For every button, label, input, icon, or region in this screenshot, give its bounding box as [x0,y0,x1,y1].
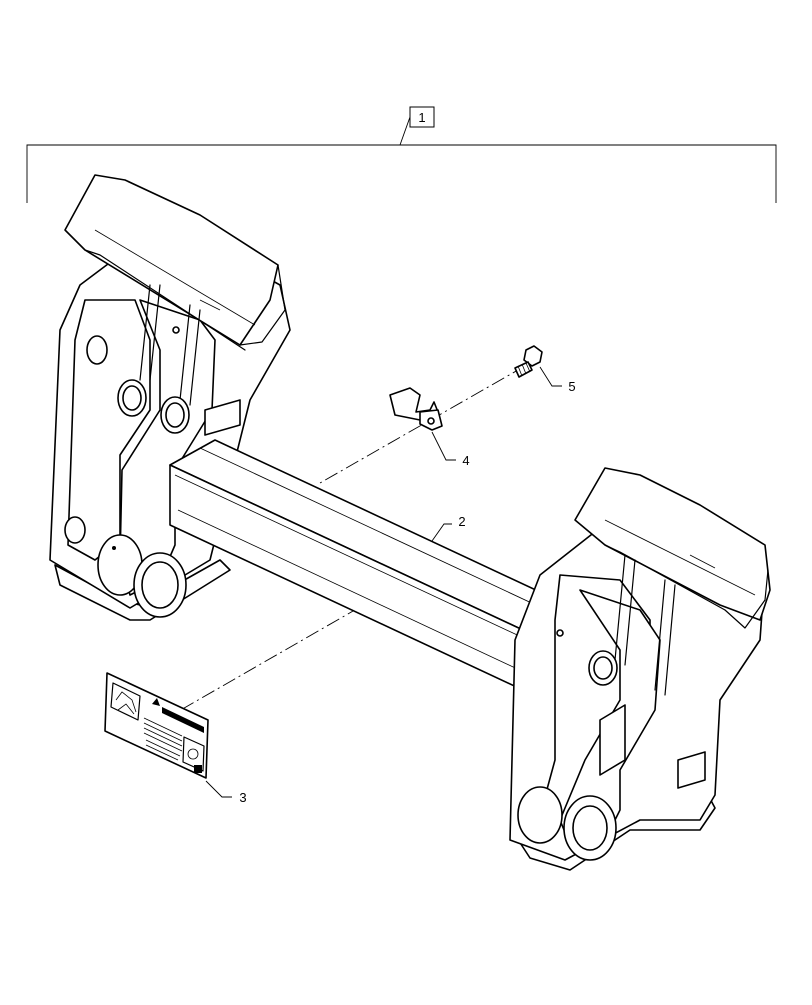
callout-3: 3 [239,790,246,805]
callout-5-group: 5 [539,366,576,394]
callout-3-group: 3 [205,780,247,805]
bolt [514,345,543,378]
right-mounting-plate [509,467,771,871]
assembly-bracket: 1 [26,106,777,203]
callout-1: 1 [418,110,425,125]
safety-decal [104,672,209,779]
callout-4: 4 [462,453,469,468]
left-mounting-plate [49,174,291,621]
bolt-centerline [319,365,526,484]
callout-2: 2 [458,514,465,529]
callout-1-box [409,106,435,128]
callout-2-group: 2 [431,514,466,542]
hose-clamp [389,387,443,431]
callout-4-group: 4 [431,431,470,468]
assembly-centerlines [171,365,526,716]
decal-centerline [171,606,361,716]
callout-5: 5 [568,379,575,394]
